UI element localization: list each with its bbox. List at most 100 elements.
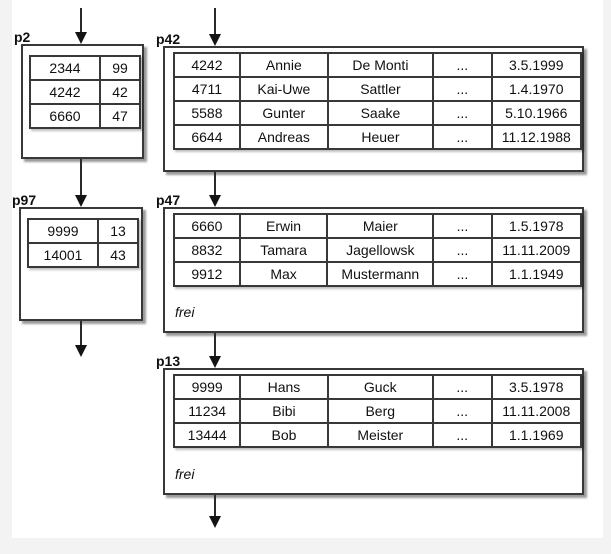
table-cell: 11.11.2009 — [490, 237, 583, 263]
table-cell: 6660 — [173, 213, 241, 239]
table-cell: 42 — [99, 79, 141, 105]
table-cell: ... — [432, 100, 493, 126]
table-cell: ... — [432, 213, 493, 239]
table-cell: Meister — [326, 422, 434, 448]
arrow-out-of-p97 — [75, 321, 87, 357]
arrow-p2-to-p97 — [75, 159, 87, 207]
table-cell: Guck — [326, 374, 434, 400]
page-label-p47: p47 — [156, 192, 181, 208]
table-cell: 6644 — [173, 124, 241, 150]
table-cell: Andreas — [238, 124, 329, 150]
page-label-p13: p13 — [156, 353, 181, 369]
table-cell: Annie — [238, 52, 329, 78]
table-cell: 1.4.1970 — [490, 76, 583, 102]
table-cell: ... — [431, 374, 493, 400]
arrow-head-icon — [209, 34, 221, 46]
table-cell: ... — [431, 422, 493, 448]
table-cell: Bibi — [239, 398, 329, 424]
table-cell: Berg — [326, 398, 434, 424]
table-cell: 43 — [97, 242, 139, 268]
table-cell: ... — [432, 52, 493, 78]
table-cell: 2344 — [29, 55, 101, 81]
table-cell: ... — [432, 76, 493, 102]
table-cell: ... — [431, 398, 493, 424]
table-cell: 9912 — [173, 261, 241, 287]
table-cell: Mustermann — [326, 261, 435, 287]
table-cell: 3.5.1978 — [490, 374, 582, 400]
table-cell: 8832 — [173, 237, 241, 263]
table-cell: Kai-Uwe — [238, 76, 329, 102]
table-cell: Erwin — [238, 213, 329, 239]
table-cell: 47 — [99, 103, 141, 129]
free-space-label-p47: frei — [175, 304, 195, 320]
table-cell: ... — [432, 261, 493, 287]
table-cell: Heuer — [326, 124, 435, 150]
table-cell: 5588 — [173, 100, 241, 126]
table-cell: 4242 — [173, 52, 241, 78]
table-cell: Maier — [326, 213, 435, 239]
table-cell: 11.12.1988 — [490, 124, 583, 150]
table-cell: 1.1.1969 — [490, 422, 582, 448]
table-cell: Max — [238, 261, 329, 287]
arrow-head-icon — [75, 345, 87, 357]
table-cell: 9999 — [172, 374, 242, 400]
table-cell: 3.5.1999 — [490, 52, 583, 78]
table-cell: Jagellowsk — [326, 237, 435, 263]
arrow-into-p42 — [209, 8, 221, 46]
table-cell: 4242 — [29, 79, 101, 105]
page-label-p97: p97 — [12, 192, 37, 208]
table-cell: 13444 — [172, 422, 242, 448]
table-cell: Hans — [239, 374, 329, 400]
arrow-head-icon — [75, 195, 87, 207]
table-cell: Saake — [326, 100, 435, 126]
table-cell: ... — [432, 237, 493, 263]
table-cell: 1.5.1978 — [490, 213, 583, 239]
page-label-p42: p42 — [156, 31, 181, 47]
table-cell: 5.10.1966 — [490, 100, 583, 126]
table-cell: 11.11.2008 — [490, 398, 582, 424]
arrow-head-icon — [209, 195, 221, 207]
arrow-out-of-p13 — [209, 495, 221, 528]
table-cell: 4711 — [173, 76, 241, 102]
arrow-p42-to-p47 — [209, 172, 221, 207]
table-cell: 13 — [97, 218, 139, 244]
arrow-into-p2 — [75, 8, 87, 44]
table-cell: 6660 — [29, 103, 101, 129]
arrow-head-icon — [209, 356, 221, 368]
table-cell: 14001 — [27, 242, 99, 268]
table-cell: Sattler — [326, 76, 435, 102]
table-cell: 99 — [99, 55, 141, 81]
arrow-p47-to-p13 — [209, 333, 221, 368]
arrow-head-icon — [75, 32, 87, 44]
arrow-head-icon — [209, 516, 221, 528]
table-cell: De Monti — [326, 52, 435, 78]
free-space-label-p13: frei — [175, 466, 195, 482]
table-cell: Tamara — [238, 237, 329, 263]
page-label-p2: p2 — [14, 29, 31, 45]
table-cell: 11234 — [172, 398, 242, 424]
